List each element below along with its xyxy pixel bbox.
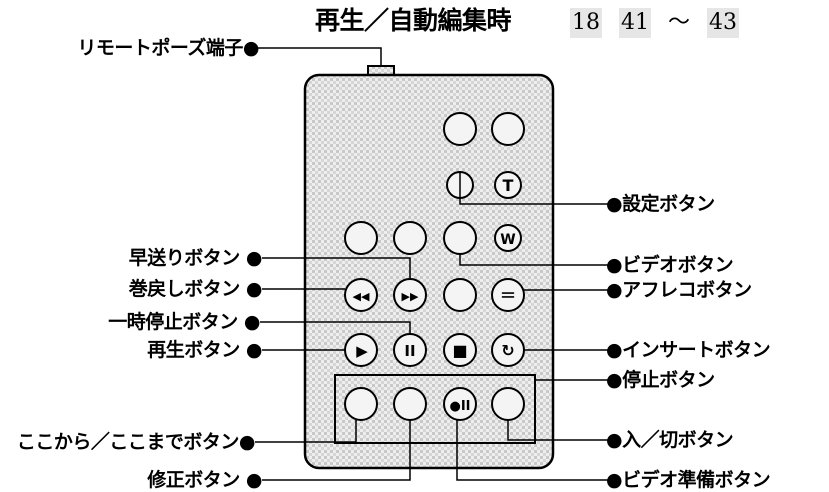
top-button-1 [443,112,477,146]
rewind-icon: ◀◀ [353,290,370,303]
video-label: ●ビデオボタン [606,254,734,276]
page-ref-1: 18 [570,8,602,38]
wide-glyph: W [500,232,515,248]
edit-label: 修正ボタン ● [147,469,262,491]
fast-forward-icon: ▶▶ [402,290,419,303]
video-button-shape [443,221,477,255]
wide-button-shape [494,224,522,252]
settings-label: ●設定ボタン [606,193,715,215]
insert-icon: ↻ [501,341,514,360]
page-ref-3: 43 [707,8,740,38]
remote-pause-jack-label: リモートポーズ端子● [77,37,259,59]
button-glyphs: T W ◀◀ ▶▶ ＝ ▶ II ■ ↻ ●II [353,176,516,414]
tele-button-shape [494,171,522,199]
grid-button-b [393,221,427,255]
rewind-button-shape [344,278,378,312]
leader-lines [255,47,610,481]
rewind-label: 巻戻しボタン ● [128,278,263,300]
pause-label: 一時停止ボタン ● [108,311,260,333]
page-references: 18 41 ～ 43 [570,8,749,38]
play-label: 再生ボタン ● [147,339,262,361]
play-icon: ▶ [356,342,368,360]
from-to-button-shape [344,387,378,421]
remote-body [303,73,555,470]
page-ref-2: 41 [619,8,651,38]
page-title: 再生／自動編集時 [315,6,512,35]
audio-dub-button-shape [491,278,525,312]
video-ready-button-shape [443,387,477,421]
tele-glyph: T [503,176,514,195]
video-ready-label: ●ビデオ準備ボタン [606,469,771,491]
fast-forward-label: 早送りボタン ● [128,247,263,269]
from-to-label: ここから／ここまでボタン● [16,431,256,453]
top-button-2 [491,112,525,146]
button-grid [344,112,525,421]
button-group-frame [334,374,536,444]
stop-button-shape [443,333,477,367]
pause-icon: II [404,342,415,360]
audio-dub-icon: ＝ [500,286,516,305]
power-label: ●入／切ボタン [606,429,734,451]
grid-button-a [344,221,378,255]
stop-label: ●停止ボタン [606,369,715,391]
grid-button-c [443,278,477,312]
video-ready-icon: ●II [449,399,470,414]
page-range-separator: ～ [668,10,691,35]
power-button-shape [491,387,525,421]
edit-button-shape [393,387,427,421]
insert-label: ●インサートボタン [606,339,771,361]
stop-icon: ■ [452,341,467,360]
audio-dub-label: ●アフレコボタン [606,279,752,301]
